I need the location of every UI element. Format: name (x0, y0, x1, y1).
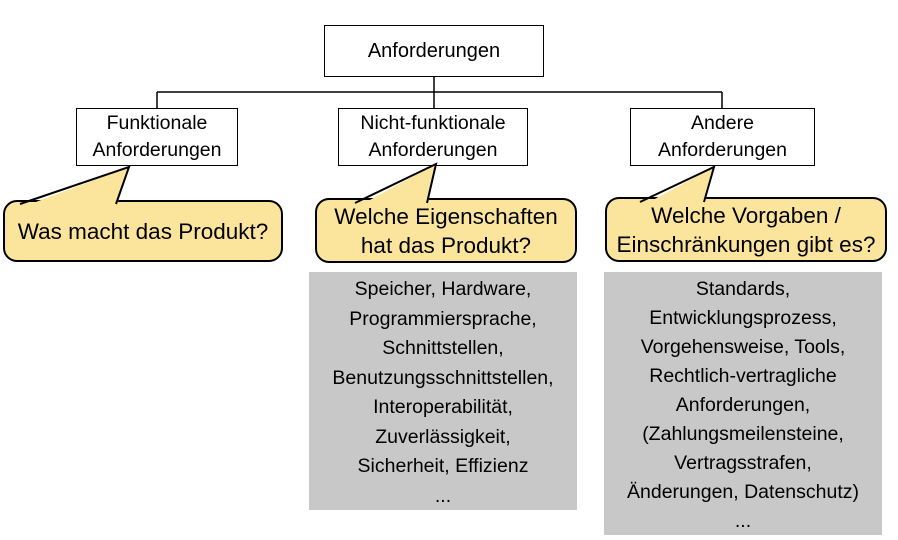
node-andere-anforderungen: Andere Anforderungen (630, 108, 815, 166)
callout-nicht-funktionale-question: Welche Eigenschaften hat das Produkt? (315, 198, 577, 263)
examples-andere: Standards, Entwicklungsprozess, Vorgehen… (604, 272, 882, 535)
tree-connector (156, 77, 723, 108)
examples-nicht-funktionale: Speicher, Hardware, Programmiersprache, … (309, 272, 577, 510)
callout-funktionale-question: Was macht das Produkt? (3, 200, 283, 262)
root-node-anforderungen: Anforderungen (324, 25, 544, 77)
callout-andere-question: Welche Vorgaben / Einschränkungen gibt e… (605, 197, 887, 262)
node-nicht-funktionale-anforderungen: Nicht-funktionale Anforderungen (338, 108, 528, 166)
node-funktionale-anforderungen: Funktionale Anforderungen (76, 108, 238, 166)
